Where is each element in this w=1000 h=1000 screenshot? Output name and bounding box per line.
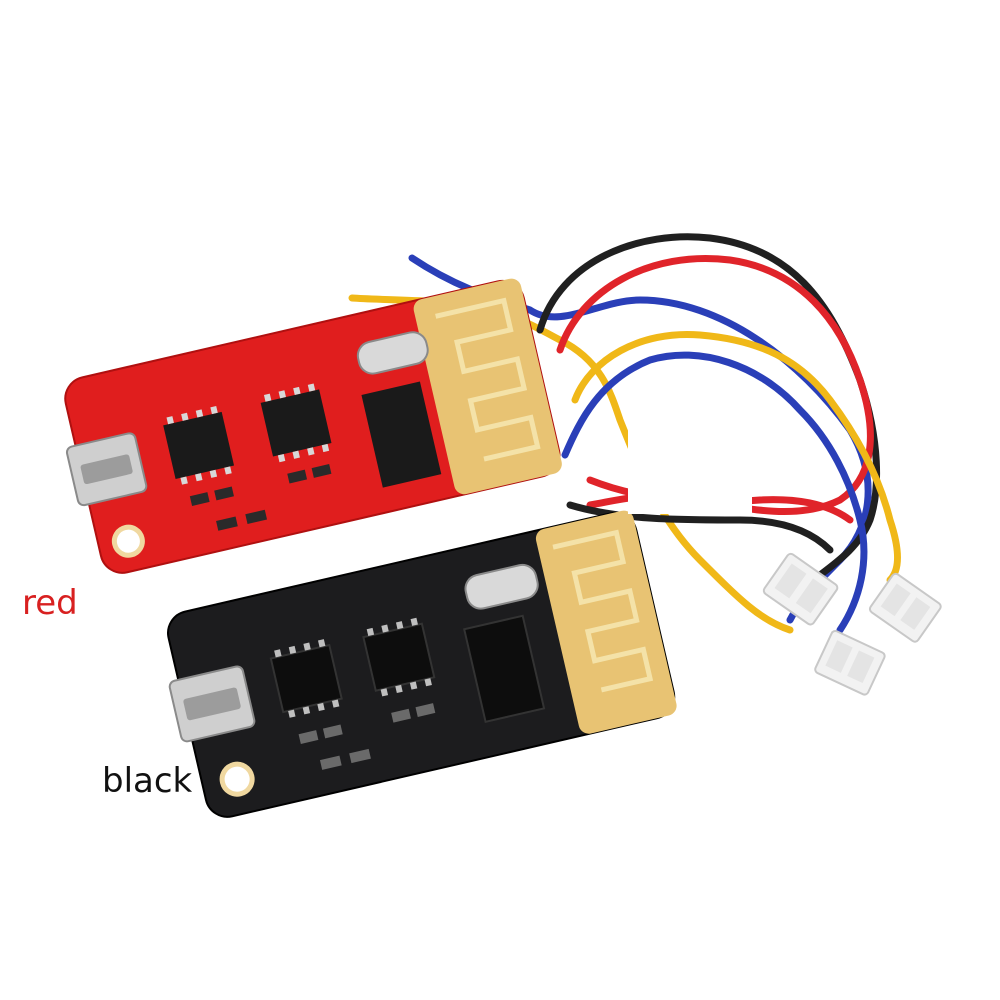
chip-icon: [361, 381, 442, 488]
red-board: [64, 278, 562, 574]
connector-icon: [814, 629, 886, 696]
connector-icon: [762, 552, 839, 626]
black-board: [167, 510, 677, 818]
black-antenna-substrate: [535, 510, 677, 734]
chip-icon: [260, 389, 332, 457]
crystal-oscillator-icon: [464, 563, 539, 610]
antenna-trace-icon: [552, 529, 654, 693]
chip-icon: [163, 411, 235, 479]
red-antenna-substrate: [413, 278, 562, 495]
connector-icon: [868, 572, 942, 643]
antenna-trace-icon: [435, 297, 541, 462]
red-label: red: [22, 583, 78, 623]
crystal-oscillator-icon: [356, 331, 429, 375]
wire-yellow-2: [571, 330, 901, 584]
connector-group: [762, 552, 942, 696]
wire-blue-2: [561, 351, 868, 634]
chip-icon: [463, 614, 546, 724]
black-label: black: [102, 761, 193, 801]
chip-icon: [269, 643, 343, 714]
blank-patch: [628, 398, 752, 514]
chip-icon: [362, 622, 436, 692]
